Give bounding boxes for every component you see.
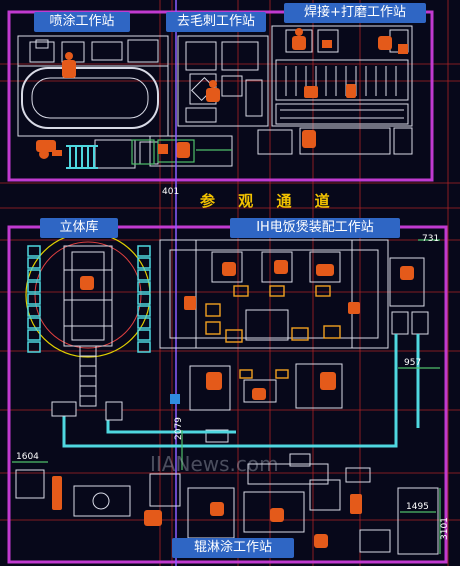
warehouse-right-racks bbox=[137, 245, 151, 353]
warehouse-label: 立体库 bbox=[40, 218, 118, 238]
ih-assembly-bins bbox=[205, 285, 341, 379]
conveyor-station-boxes bbox=[51, 401, 123, 421]
weld-grind-rack bbox=[280, 66, 404, 119]
roller-coat-drawing bbox=[15, 463, 439, 555]
weld-grind-robots bbox=[292, 28, 408, 148]
watermark: IIANews.com bbox=[150, 452, 279, 476]
roller-coat-green-marks bbox=[12, 239, 441, 554]
blue-marker-square bbox=[170, 394, 180, 404]
top-zone-border bbox=[7, 10, 434, 182]
ih-assembly-robots bbox=[184, 260, 414, 400]
deburr-station-label: 去毛刺工作站 bbox=[166, 12, 266, 32]
dimension-957: 957 bbox=[404, 358, 422, 368]
bottom-zone-border bbox=[7, 225, 448, 564]
spray-robots bbox=[36, 52, 76, 159]
dimension-2079: 2079 bbox=[174, 417, 184, 440]
deburr-robots bbox=[158, 80, 220, 158]
ih-assembly-station-label: IH电饭煲装配工作站 bbox=[230, 218, 400, 238]
ih-assembly-drawing bbox=[159, 239, 429, 467]
deburr-station-drawing bbox=[149, 35, 269, 167]
dimension-1495: 1495 bbox=[406, 502, 429, 512]
roller-coat-robots bbox=[52, 476, 362, 548]
dimension-401: 401 bbox=[162, 187, 180, 197]
warehouse-robot bbox=[80, 276, 94, 290]
warehouse-drawing bbox=[25, 232, 151, 407]
warehouse-left-racks bbox=[27, 245, 41, 353]
dimension-731: 731 bbox=[422, 234, 440, 244]
roller-coat-station-label: 辊淋涂工作站 bbox=[172, 538, 294, 558]
dimension-1604: 1604 bbox=[16, 452, 39, 462]
spray-conveyor bbox=[66, 145, 98, 169]
weld-grind-station-drawing bbox=[257, 25, 413, 155]
visitor-aisle-label: 参 观 通 道 bbox=[200, 192, 339, 210]
dimension-3101: 3101 bbox=[440, 517, 450, 540]
weld-grind-station-label: 焊接+打磨工作站 bbox=[284, 3, 426, 23]
spray-station-label: 喷涂工作站 bbox=[34, 12, 130, 32]
